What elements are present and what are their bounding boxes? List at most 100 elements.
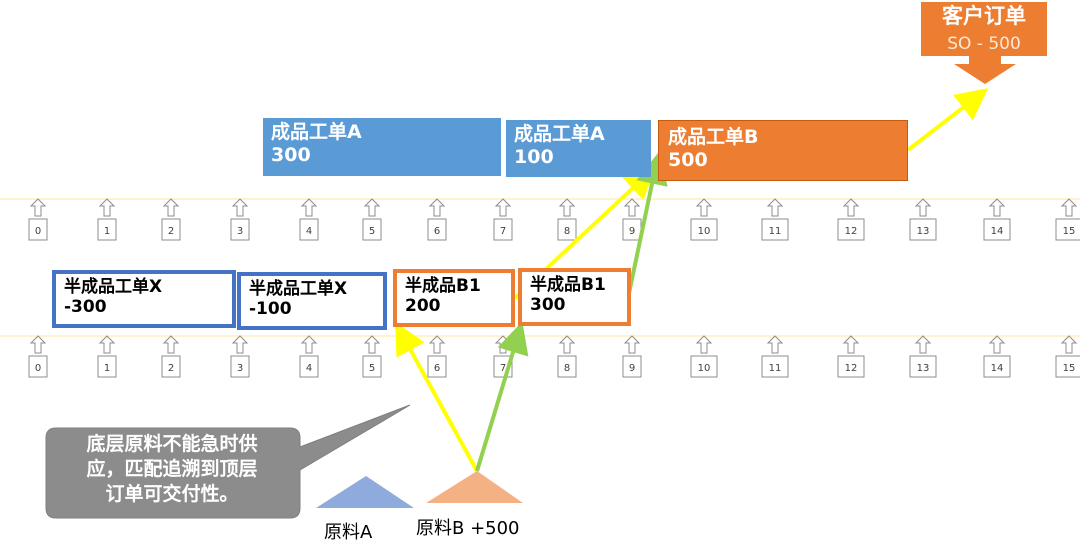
tick-box xyxy=(28,355,48,378)
tick-arrow-icon xyxy=(988,198,1006,217)
tick-label: 2 xyxy=(168,226,174,237)
tick-box xyxy=(427,218,447,241)
customer-order: 客户订单 SO - 500 xyxy=(921,2,1047,58)
tick-arrow-icon xyxy=(494,198,512,217)
tick-label: 14 xyxy=(991,226,1004,237)
tick-label: 7 xyxy=(500,226,506,237)
tick-box xyxy=(557,355,577,378)
tick-box xyxy=(299,218,319,241)
tick-box xyxy=(557,218,577,241)
tick-box xyxy=(909,218,937,241)
tick-arrow-icon xyxy=(98,198,116,217)
order-name: 半成品工单X xyxy=(249,279,348,299)
tick-box xyxy=(230,218,250,241)
tick-arrow-icon xyxy=(29,335,47,354)
tick-box xyxy=(1055,355,1080,378)
tick-box xyxy=(97,218,117,241)
tick-label: 0 xyxy=(35,226,41,237)
tick-arrow-icon xyxy=(494,335,512,354)
semi-order-x-minus-100: 半成品工单X -100 xyxy=(237,272,387,330)
tick-box xyxy=(983,218,1011,241)
material-b-label: 原料B +500 xyxy=(416,518,520,539)
tick-label: 7 xyxy=(500,363,506,374)
tick-label: 14 xyxy=(991,363,1004,374)
order-qty: -100 xyxy=(249,299,292,320)
callout-text: 底层原料不能急时供 应，匹配追溯到顶层 订单可交付性。 xyxy=(52,432,292,507)
tick-arrow-icon xyxy=(363,198,381,217)
tick-arrow-icon xyxy=(1060,335,1078,354)
tick-arrow-icon xyxy=(695,198,713,217)
tick-arrow-icon xyxy=(162,335,180,354)
tick-label: 3 xyxy=(237,363,243,374)
tick-arrow-icon xyxy=(1060,198,1078,217)
tick-label: 2 xyxy=(168,363,174,374)
tick-label: 4 xyxy=(306,226,312,237)
order-qty: 100 xyxy=(514,145,554,168)
tick-label: 6 xyxy=(434,363,440,374)
order-qty: 300 xyxy=(530,295,566,316)
tick-arrow-icon xyxy=(766,335,784,354)
arrow-order-b-to-customer-order xyxy=(906,88,989,152)
order-qty: 300 xyxy=(271,143,311,166)
tick-label: 1 xyxy=(104,226,110,237)
order-qty: 200 xyxy=(405,296,441,317)
tick-label: 12 xyxy=(845,226,858,237)
arrow-material-b-to-semi-b1-first xyxy=(395,321,479,472)
tick-label: 9 xyxy=(629,363,635,374)
tick-label: 13 xyxy=(917,363,930,374)
tick-arrow-icon xyxy=(29,198,47,217)
tick-arrow-icon xyxy=(695,335,713,354)
tick-arrow-icon xyxy=(162,198,180,217)
tick-box xyxy=(1055,218,1080,241)
order-name: 半成品B1 xyxy=(530,275,606,295)
tick-label: 10 xyxy=(698,226,711,237)
order-name: 成品工单B xyxy=(668,126,759,148)
tick-label: 9 xyxy=(629,226,635,237)
order-name: 成品工单A xyxy=(514,123,605,145)
material-a-label: 原料A xyxy=(324,522,373,543)
tick-label: 3 xyxy=(237,226,243,237)
tick-arrow-icon xyxy=(300,198,318,217)
arrow-material-b-to-semi-b1-second xyxy=(475,321,529,472)
tick-label: 5 xyxy=(369,363,375,374)
tick-box xyxy=(362,218,382,241)
semi-order-b1-200: 半成品B1 200 xyxy=(393,269,515,327)
tick-box xyxy=(690,355,718,378)
tick-arrow-icon xyxy=(231,335,249,354)
tick-label: 13 xyxy=(917,226,930,237)
tick-arrow-icon xyxy=(428,335,446,354)
tick-label: 10 xyxy=(698,363,711,374)
callout-line: 底层原料不能急时供 xyxy=(86,433,258,455)
customer-order-title: 客户订单 xyxy=(942,4,1026,28)
tick-box xyxy=(690,218,718,241)
semi-order-b1-300: 半成品B1 300 xyxy=(518,268,631,326)
tick-arrow-icon xyxy=(914,335,932,354)
tick-arrow-icon xyxy=(558,335,576,354)
material-b-triangle xyxy=(426,471,523,503)
tick-box xyxy=(837,218,865,241)
callout-bubble xyxy=(45,404,411,519)
tick-box xyxy=(97,355,117,378)
tick-box xyxy=(983,355,1011,378)
arrow-semi-b1-to-order-b-green xyxy=(626,152,668,299)
tick-label: 8 xyxy=(564,363,570,374)
tick-arrow-icon xyxy=(842,335,860,354)
tick-box xyxy=(837,355,865,378)
tick-box xyxy=(909,355,937,378)
tick-label: 15 xyxy=(1063,363,1076,374)
finished-order-a-300: 成品工单A 300 xyxy=(263,118,501,176)
tick-arrow-icon xyxy=(766,198,784,217)
finished-order-a-100: 成品工单A 100 xyxy=(506,120,651,177)
callout-line: 应，匹配追溯到顶层 xyxy=(86,458,258,480)
tick-arrow-icon xyxy=(623,198,641,217)
tick-box xyxy=(427,355,447,378)
tick-label: 12 xyxy=(845,363,858,374)
tick-arrow-icon xyxy=(231,198,249,217)
tick-label: 11 xyxy=(769,363,782,374)
tick-label: 4 xyxy=(306,363,312,374)
tick-arrow-icon xyxy=(988,335,1006,354)
tick-label: 0 xyxy=(35,363,41,374)
tick-label: 6 xyxy=(434,226,440,237)
